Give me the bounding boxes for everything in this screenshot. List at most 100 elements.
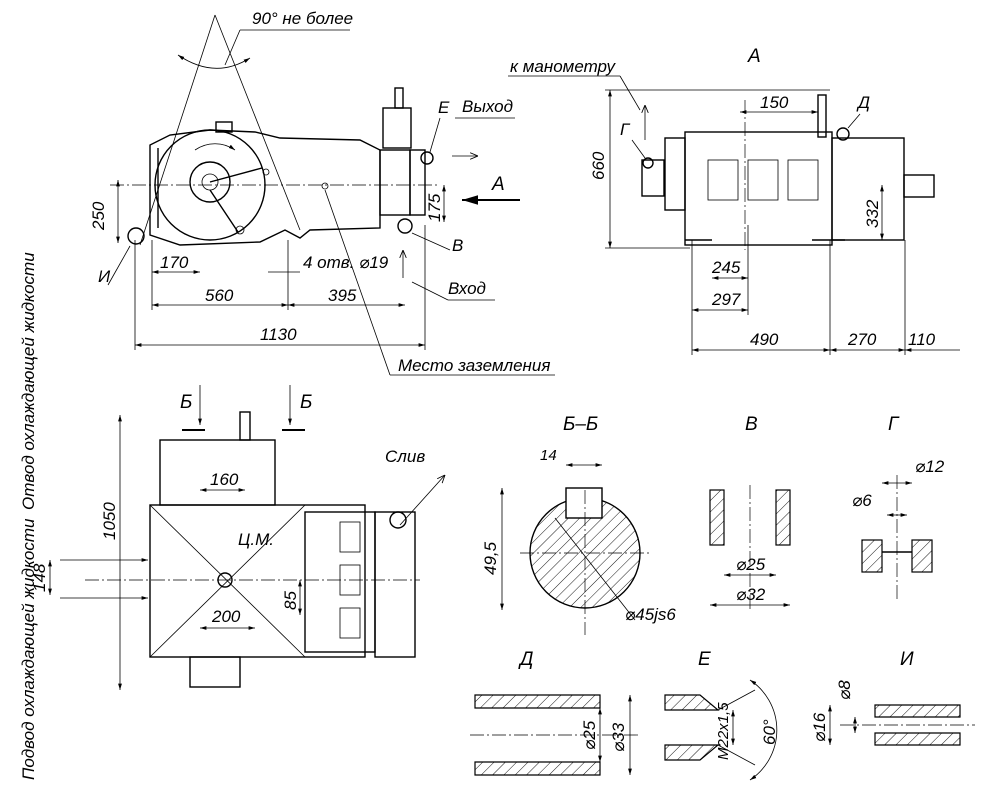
crank-rod bbox=[209, 167, 263, 183]
g-wall-left bbox=[861, 539, 883, 573]
dim-v32: ⌀32 bbox=[736, 585, 766, 604]
valve-cover-2 bbox=[747, 159, 779, 201]
v-leader bbox=[411, 232, 451, 251]
manometer-label: к манометру bbox=[510, 57, 616, 76]
crank-rod-2 bbox=[209, 189, 239, 233]
e-wall-bottom bbox=[664, 744, 720, 761]
dim-148: 148 bbox=[30, 563, 49, 592]
letter-d: Д bbox=[856, 93, 870, 112]
view-a: А к манометру Д Г 660 150 332 245 297 bbox=[508, 46, 960, 355]
i-leader bbox=[107, 245, 131, 286]
d45-leader bbox=[554, 517, 636, 621]
d-leader bbox=[847, 113, 861, 129]
dim-660: 660 bbox=[589, 151, 608, 180]
section-d: Д ⌀25 ⌀33 bbox=[470, 649, 640, 776]
dim-v25: ⌀25 bbox=[736, 555, 766, 574]
section-g: Г ⌀12 ⌀6 bbox=[852, 414, 945, 600]
port-d bbox=[836, 127, 850, 141]
section-i-title: И bbox=[900, 649, 914, 670]
manometer-leader-2 bbox=[619, 75, 641, 111]
view-a-body bbox=[684, 131, 833, 246]
cut-b-label-left: Б bbox=[180, 392, 192, 413]
hub bbox=[189, 161, 231, 203]
valve-stem bbox=[394, 87, 404, 109]
g-leader bbox=[631, 139, 646, 159]
dim-270: 270 bbox=[847, 330, 877, 349]
front-view: 90° не более Выход Е А В bbox=[89, 9, 555, 376]
dim-i8: ⌀8 bbox=[835, 680, 854, 700]
plunger-3 bbox=[339, 607, 361, 639]
dim-560: 560 bbox=[205, 286, 234, 305]
e-cone-top bbox=[717, 689, 756, 711]
letter-a: А bbox=[491, 174, 505, 195]
ground-bolt bbox=[321, 182, 329, 190]
cm-label: Ц.М. bbox=[238, 530, 274, 549]
view-a-title: А bbox=[747, 46, 761, 67]
section-g-title: Г bbox=[888, 414, 900, 435]
bolt bbox=[262, 168, 270, 176]
dim-170: 170 bbox=[160, 253, 189, 272]
entry-leader bbox=[411, 281, 449, 301]
view-a-gauge-block bbox=[641, 159, 665, 197]
g-wall-right bbox=[911, 539, 933, 573]
dim-1050: 1050 bbox=[100, 502, 119, 540]
e-leader bbox=[429, 117, 441, 153]
dim-1130: 1130 bbox=[260, 325, 297, 344]
plan-shaft bbox=[239, 411, 251, 441]
dim-i16: ⌀16 bbox=[810, 712, 829, 742]
valve-cover-3 bbox=[787, 159, 819, 201]
drain-arrow bbox=[399, 475, 445, 526]
head-block bbox=[379, 149, 411, 216]
section-i: И ⌀8 ⌀16 bbox=[810, 649, 975, 746]
plan-motor bbox=[159, 439, 276, 506]
holes-label: 4 отв. ⌀19 bbox=[303, 253, 389, 272]
section-bb-title: Б–Б bbox=[563, 414, 598, 435]
section-e: Е 60° M22x1,5 bbox=[664, 649, 779, 781]
letter-i: И bbox=[98, 267, 111, 286]
port-g bbox=[642, 157, 654, 169]
exit-label: Выход bbox=[462, 97, 513, 116]
pump-body bbox=[149, 129, 381, 246]
bolt-2 bbox=[235, 225, 245, 235]
letter-g: Г bbox=[620, 120, 631, 139]
dim-495: 49,5 bbox=[481, 541, 500, 575]
d-wall-top bbox=[474, 694, 601, 709]
dim-200: 200 bbox=[211, 607, 241, 626]
dim-14: 14 bbox=[540, 447, 557, 464]
i-wall-bottom bbox=[874, 732, 961, 746]
plan-diag-2 bbox=[149, 504, 306, 658]
dim-297: 297 bbox=[711, 290, 741, 309]
plan-view: Ц.М. Б Б 1050 160 200 85 148 Отвод охлаж… bbox=[19, 252, 445, 780]
head-plate bbox=[409, 149, 426, 216]
cooling-out-label: Отвод охлаждающей жидкости bbox=[19, 252, 38, 510]
dim-g12: ⌀12 bbox=[915, 457, 945, 476]
dim-250: 250 bbox=[89, 201, 108, 231]
view-a-left-flange bbox=[664, 137, 686, 211]
e-cone-bottom bbox=[717, 744, 756, 766]
dim-45: ⌀45js6 bbox=[625, 605, 676, 624]
dim-g6: ⌀6 bbox=[852, 491, 872, 510]
section-v-title: В bbox=[745, 414, 758, 435]
section-bb: Б–Б 14 49,5 ⌀45js6 bbox=[481, 414, 676, 635]
inlet-port bbox=[397, 218, 413, 234]
dim-d33: ⌀33 bbox=[609, 722, 628, 752]
drain-label: Слив bbox=[385, 447, 425, 466]
dim-490: 490 bbox=[750, 330, 779, 349]
plan-base bbox=[189, 656, 241, 688]
cut-b-label-right: Б bbox=[300, 392, 312, 413]
e-angle-arc bbox=[749, 679, 778, 781]
e-wall-top bbox=[664, 694, 720, 711]
dim-332: 332 bbox=[863, 199, 882, 228]
dim-175: 175 bbox=[425, 193, 444, 222]
dim-160: 160 bbox=[210, 470, 239, 489]
entry-label: Вход bbox=[448, 279, 486, 298]
letter-e: Е bbox=[438, 98, 450, 117]
d-wall-bottom bbox=[474, 761, 601, 776]
outlet-port bbox=[420, 151, 434, 165]
ground-leader bbox=[324, 189, 391, 376]
valve-cover-1 bbox=[707, 159, 739, 201]
angle-line-left bbox=[139, 14, 216, 246]
cooling-in-label: Подвод охлаждающей жидкости bbox=[19, 518, 38, 780]
